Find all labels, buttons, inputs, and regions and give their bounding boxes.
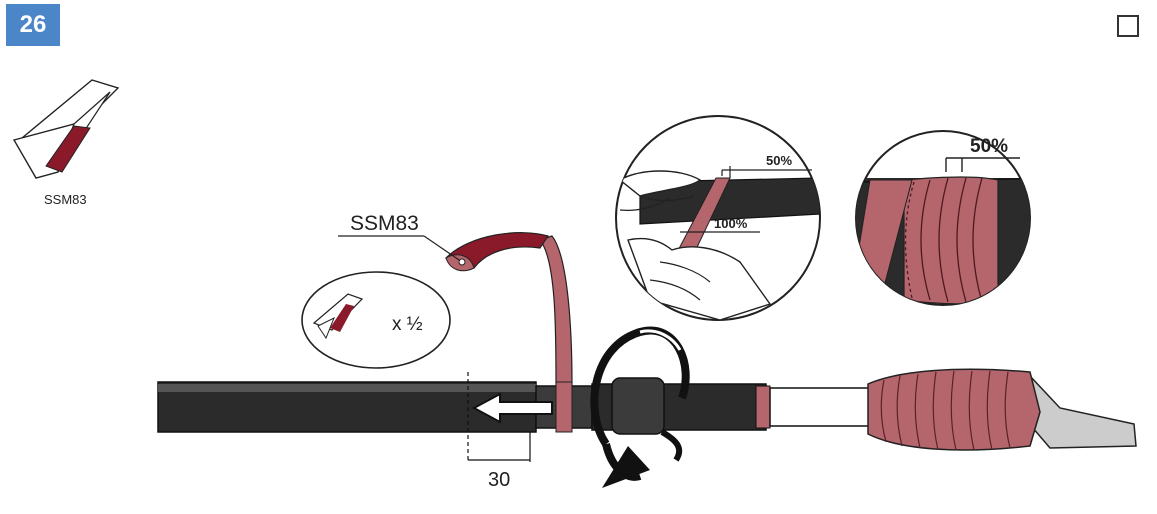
ssm83-callout <box>338 235 466 266</box>
half-width-icon <box>301 271 451 369</box>
direction-arrow <box>471 392 553 424</box>
step-checkbox[interactable] <box>1117 15 1139 37</box>
detail-circle-right <box>855 130 1031 306</box>
step-number-badge: 26 <box>6 4 60 46</box>
cable-lug <box>867 368 1137 451</box>
dimension-label: 30 <box>488 469 510 491</box>
dimension-marker <box>467 372 531 462</box>
full-label-left: 100% <box>714 216 748 231</box>
overlap-label-right: 50% <box>970 136 1008 157</box>
ssm83-tape-icon <box>12 79 120 179</box>
half-width-label: x ½ <box>392 314 423 335</box>
ssm83-icon-label: SSM83 <box>44 192 87 207</box>
detail-circle-left <box>615 115 821 321</box>
rotation-arrow-icon <box>590 326 690 488</box>
ssm83-callout-label: SSM83 <box>350 212 419 235</box>
tape-strip <box>444 232 573 433</box>
overlap-label-left: 50% <box>766 153 792 168</box>
